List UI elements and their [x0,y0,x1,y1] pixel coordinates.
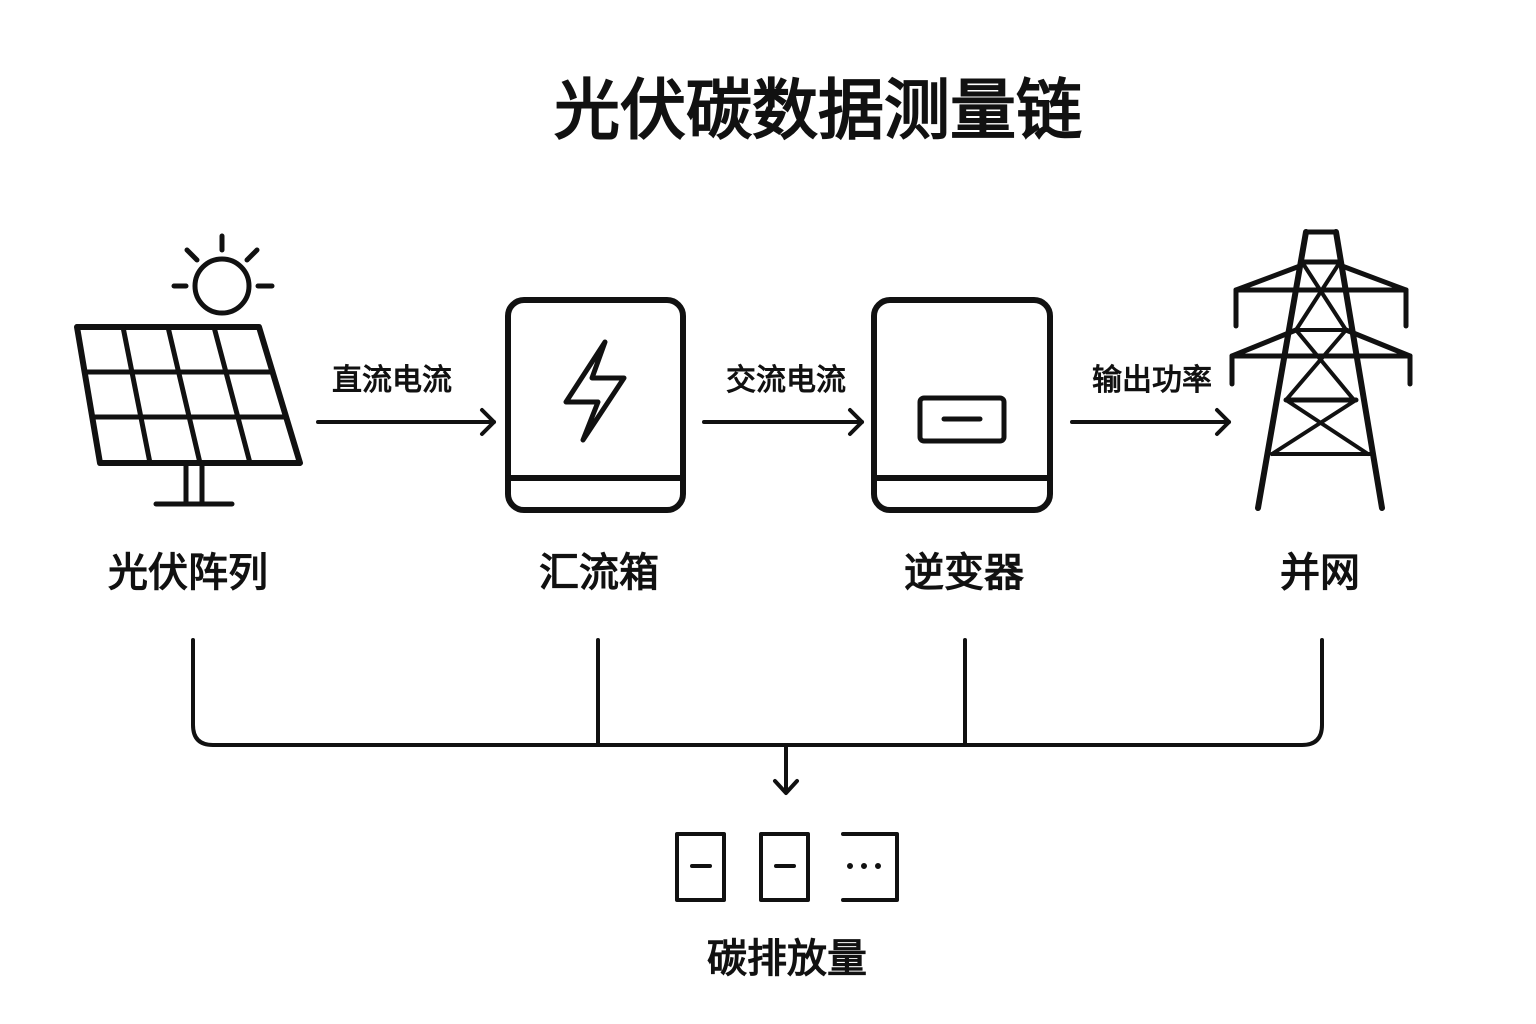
node-grid: 并网 [1229,229,1413,596]
node-combiner-box: 汇流箱 [505,297,686,596]
data-records-icon [675,832,899,902]
edge-label-ac-current: 交流电流 [726,363,846,398]
node-label-grid: 并网 [1280,550,1360,596]
collection-connector [191,638,1324,795]
node-pv-array: 光伏阵列 [74,233,303,596]
node-inverter: 逆变器 [871,297,1053,596]
page-title: 光伏碳数据测量链 [554,72,1082,149]
arrow-right-icon [316,408,496,436]
output-label: 碳排放量 [707,936,867,982]
output-carbon-emissions: 碳排放量 [675,832,899,982]
edge-label-output-power: 输出功率 [1092,363,1212,398]
edge-ac-current: 交流电流 [702,363,864,436]
arrow-right-icon [702,408,864,436]
solar-panel-icon [74,233,303,507]
node-label-combiner-box: 汇流箱 [539,550,659,596]
edge-dc-current: 直流电流 [316,363,496,436]
lightning-bolt-icon [505,297,686,513]
node-label-inverter: 逆变器 [904,550,1025,596]
arrow-right-icon [1070,408,1231,436]
node-label-pv-array: 光伏阵列 [108,550,268,596]
edge-output-power: 输出功率 [1070,363,1231,436]
transmission-tower-icon [1229,229,1413,511]
inverter-icon [871,297,1053,513]
edge-label-dc-current: 直流电流 [332,363,452,398]
